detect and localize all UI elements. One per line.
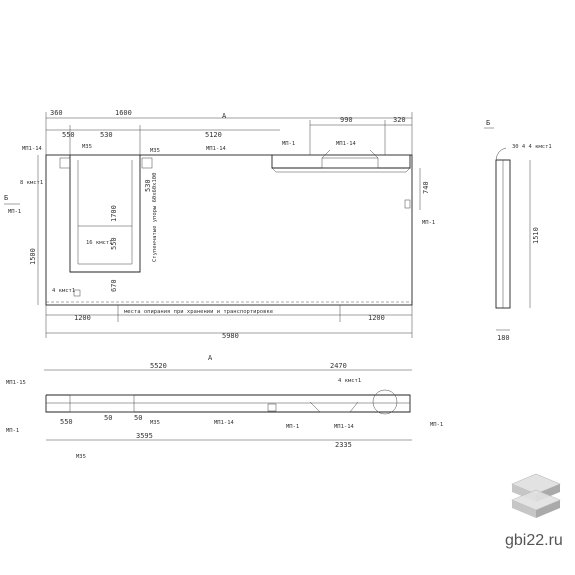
plan-dim-5520: 5520 — [150, 362, 167, 370]
plan-view: А 5520 2470 3595 2335 550 50 50 МП1-15 М… — [6, 354, 443, 460]
mark-mp14-left: МП1-14 — [22, 146, 43, 152]
plate-mid — [141, 157, 153, 169]
brand-logo-icon — [511, 473, 561, 518]
plate-left — [59, 157, 71, 169]
dim-530: 530 — [100, 131, 113, 139]
side-dim-1510: 1510 — [532, 227, 540, 244]
dim-360: 360 — [50, 109, 63, 117]
plate-bottom-left — [73, 289, 81, 297]
plan-recess — [69, 394, 135, 413]
plan-detail-circle — [372, 389, 398, 415]
mark-kmst16: 16 кмст1 — [86, 240, 113, 246]
side-dim-180: 180 — [497, 334, 510, 342]
dim-550v: 550 — [110, 237, 118, 250]
panel-outline — [45, 154, 413, 306]
plan-mark-mp114: МП1-14 — [334, 424, 355, 430]
support-note: места опирания при хранении и транспорти… — [124, 309, 273, 315]
mark-mp1-right: МП-1 — [422, 220, 435, 226]
plate-right — [404, 199, 411, 209]
plan-dim-550: 550 — [60, 418, 73, 426]
top-notch-inner — [271, 167, 411, 173]
cutout-outer — [69, 155, 141, 273]
dim-320: 320 — [393, 116, 406, 124]
plan-dim-3595: 3595 — [136, 432, 153, 440]
mark-kmst-left: 8 кмст1 — [20, 180, 43, 186]
plan-mark-mp1-right: МП-1 — [430, 422, 443, 428]
top-lug — [321, 157, 379, 169]
steps-note: Ступенчатые упоры 60х60х100 — [152, 173, 158, 262]
plan-mark-mp115: МП1-15 — [6, 380, 26, 386]
side-note: 30 4 4 кмст1 — [512, 144, 552, 150]
lug-edge-left — [321, 149, 331, 159]
dim-5120: 5120 — [205, 131, 222, 139]
plan-mark-mp1-left: МП-1 — [6, 428, 19, 434]
plan-plate — [267, 403, 277, 412]
dim-1200-left: 1200 — [74, 314, 91, 322]
mark-mp14-top: МП1-14 — [206, 146, 227, 152]
dim-5980: 5980 — [222, 332, 239, 340]
cutout-inner — [77, 160, 133, 265]
side-view: Б 1510 180 30 4 4 кмст1 — [484, 119, 552, 342]
dim-670v: 670 — [110, 279, 118, 292]
mark-kmst4: 4 кмст1 — [52, 288, 75, 294]
plan-mark-mp14: МП1-14 — [214, 420, 235, 426]
plan-ref: 4 кмст1 — [338, 378, 361, 384]
side-view-title: Б — [486, 119, 490, 127]
dim-990: 990 — [340, 116, 353, 124]
side-top-hook — [495, 147, 507, 161]
dim-530v: 530 — [144, 179, 152, 192]
mark-mp1-left: МП-1 — [8, 209, 21, 215]
dim-1200-right: 1200 — [368, 314, 385, 322]
plan-mark-m35: М35 — [76, 454, 86, 460]
plan-lug — [309, 401, 359, 413]
plan-body — [45, 394, 411, 413]
section-b-left: Б — [4, 194, 8, 202]
mark-mp1-top: МП-1 — [282, 141, 295, 147]
plan-dim-50a: 50 — [104, 414, 112, 422]
dim-1700: 1700 — [110, 205, 118, 222]
plan-dim-50b: 50 — [134, 414, 142, 422]
top-notch — [271, 155, 411, 169]
mark-mp14-right: МП1-14 — [336, 141, 357, 147]
mark-m35-b: М35 — [150, 148, 160, 154]
plan-mark-m35b: М35 — [150, 420, 160, 426]
mark-m35-a: М35 — [82, 144, 92, 150]
dim-1500: 1500 — [29, 248, 37, 265]
arrow-mark-a: А — [222, 112, 227, 120]
plan-section-label: А — [208, 354, 213, 362]
brand-text[interactable]: gbi22.ru — [505, 532, 563, 549]
dim-740: 740 — [422, 181, 430, 194]
plan-dim-2470: 2470 — [330, 362, 347, 370]
plan-dim-2335: 2335 — [335, 441, 352, 449]
front-view: 360 1600 990 320 5120 550 530 А 1500 170… — [4, 109, 435, 340]
dim-1600: 1600 — [115, 109, 132, 117]
lug-edge-right — [369, 149, 379, 159]
plan-mark-mp1: МП-1 — [286, 424, 299, 430]
dim-550: 550 — [62, 131, 75, 139]
